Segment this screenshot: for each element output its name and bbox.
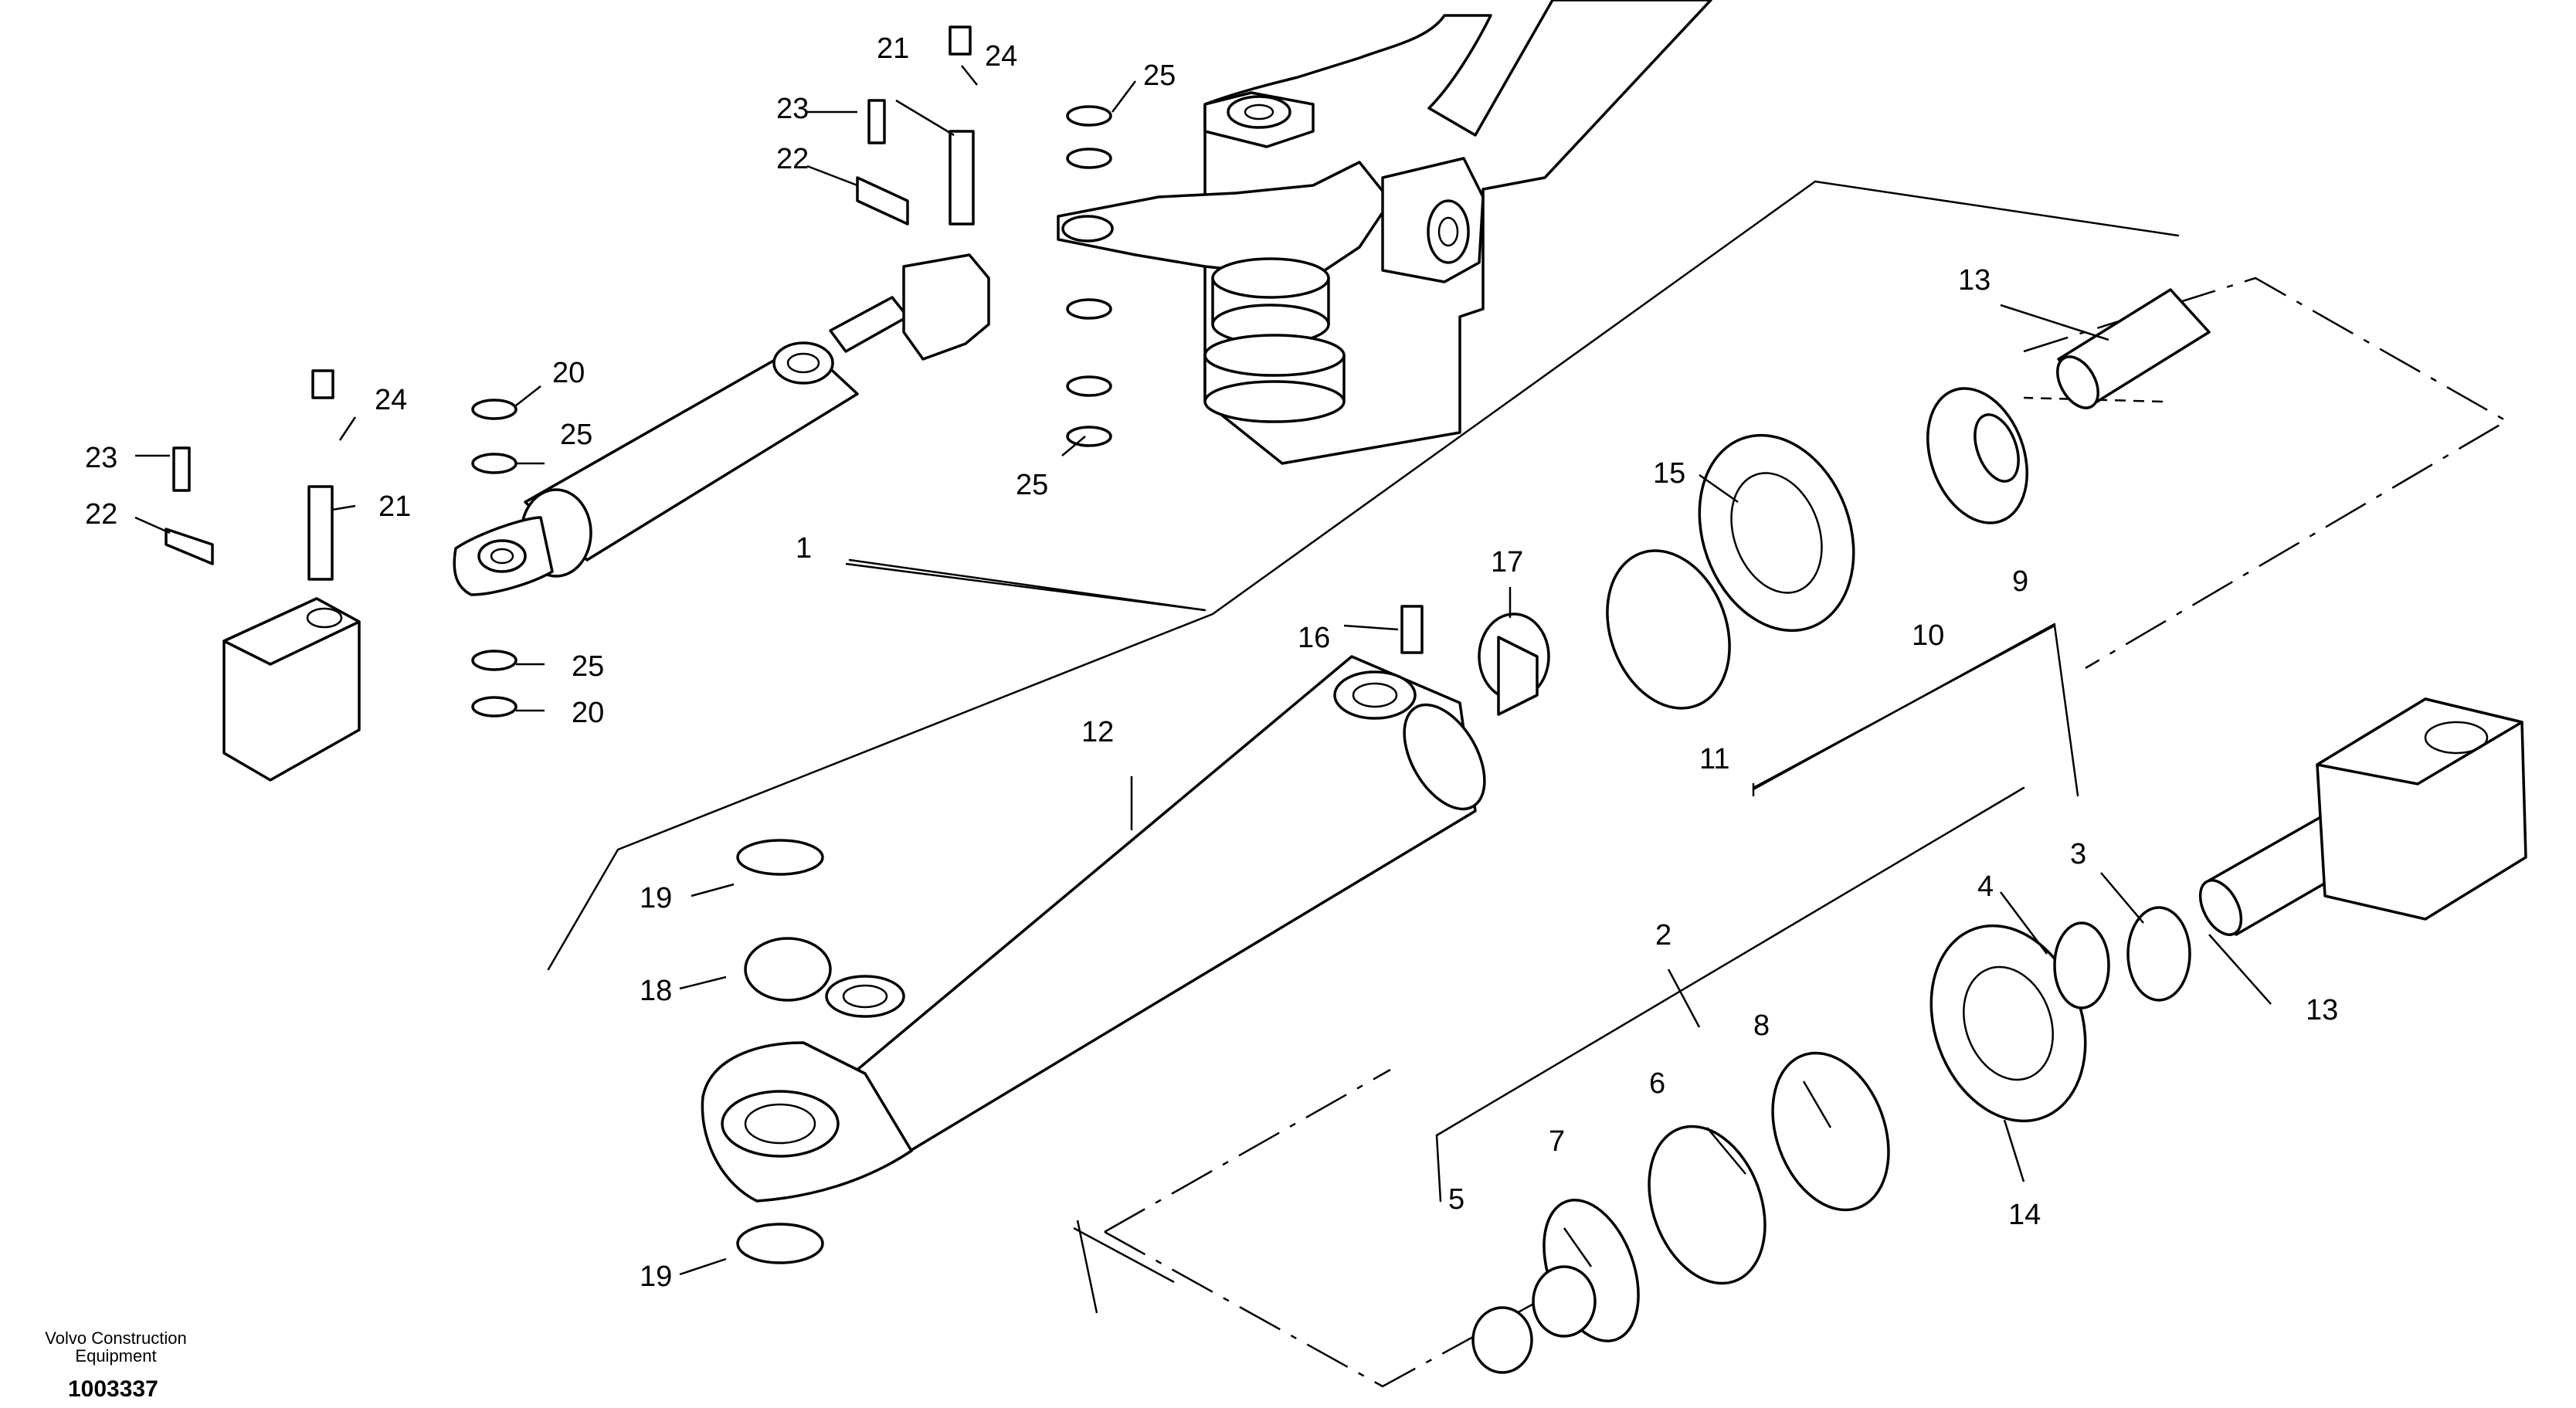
footer: Volvo Construction Equipment 1003337 (45, 1328, 186, 1402)
callout-8: 8 (1753, 1009, 1770, 1042)
seal-rings (736, 387, 2191, 1374)
callout-22-left: 22 (85, 498, 117, 531)
mounting-block (222, 597, 361, 782)
callout-22-top: 22 (776, 143, 809, 175)
piston-rod (2198, 697, 2527, 936)
callout-23-left: 23 (85, 442, 117, 474)
callout-16: 16 (1298, 622, 1330, 654)
callout-24-left: 24 (375, 384, 407, 416)
callout-1: 1 (796, 532, 812, 565)
figure-number: 1003337 (68, 1376, 158, 1402)
callout-23-top: 23 (776, 93, 809, 125)
callout-14: 14 (2008, 1199, 2041, 1231)
callout-13-top: 13 (1958, 264, 1991, 297)
small-hardware (165, 25, 1539, 718)
callout-15: 15 (1653, 457, 1685, 490)
brand-line-2: Equipment (75, 1346, 156, 1366)
callout-5: 5 (1448, 1183, 1464, 1216)
callout-6: 6 (1649, 1067, 1665, 1100)
callout-25-mid: 25 (560, 419, 592, 451)
small-cylinder-assembly (453, 253, 990, 596)
callout-25-top: 25 (1143, 59, 1176, 92)
brand-line-1: Volvo Construction (45, 1328, 186, 1348)
callout-3: 3 (2070, 838, 2086, 870)
callout-19-top: 19 (640, 882, 672, 914)
cylinder-tube (701, 655, 1486, 1203)
callout-20-bottom: 20 (572, 697, 604, 729)
callout-19-bottom: 19 (640, 1260, 672, 1293)
callout-17: 17 (1491, 546, 1523, 578)
callout-18: 18 (640, 975, 672, 1007)
callout-11: 11 (1699, 743, 1729, 775)
callout-13-bottom: 13 (2306, 994, 2338, 1026)
callout-12: 12 (1081, 716, 1114, 748)
callout-21-left: 21 (378, 490, 411, 523)
leader-lines (134, 65, 2272, 1314)
callout-4: 4 (1977, 870, 1994, 903)
callouts: 1 2 3 4 5 6 7 8 9 10 11 12 13 13 14 15 1… (85, 32, 2338, 1293)
callout-7: 7 (1549, 1125, 1565, 1158)
rod-end-pin (2056, 288, 2211, 409)
callout-20-top: 20 (552, 357, 585, 389)
callout-2: 2 (1655, 919, 1672, 952)
callout-24-top: 24 (985, 40, 1017, 73)
callout-25-lower: 25 (572, 650, 604, 683)
callout-9: 9 (2012, 565, 2028, 598)
callout-25-bottom: 25 (1016, 469, 1048, 501)
callout-21-top: 21 (877, 32, 909, 65)
machine-frame (1057, 0, 1712, 465)
callout-10: 10 (1912, 619, 1944, 652)
